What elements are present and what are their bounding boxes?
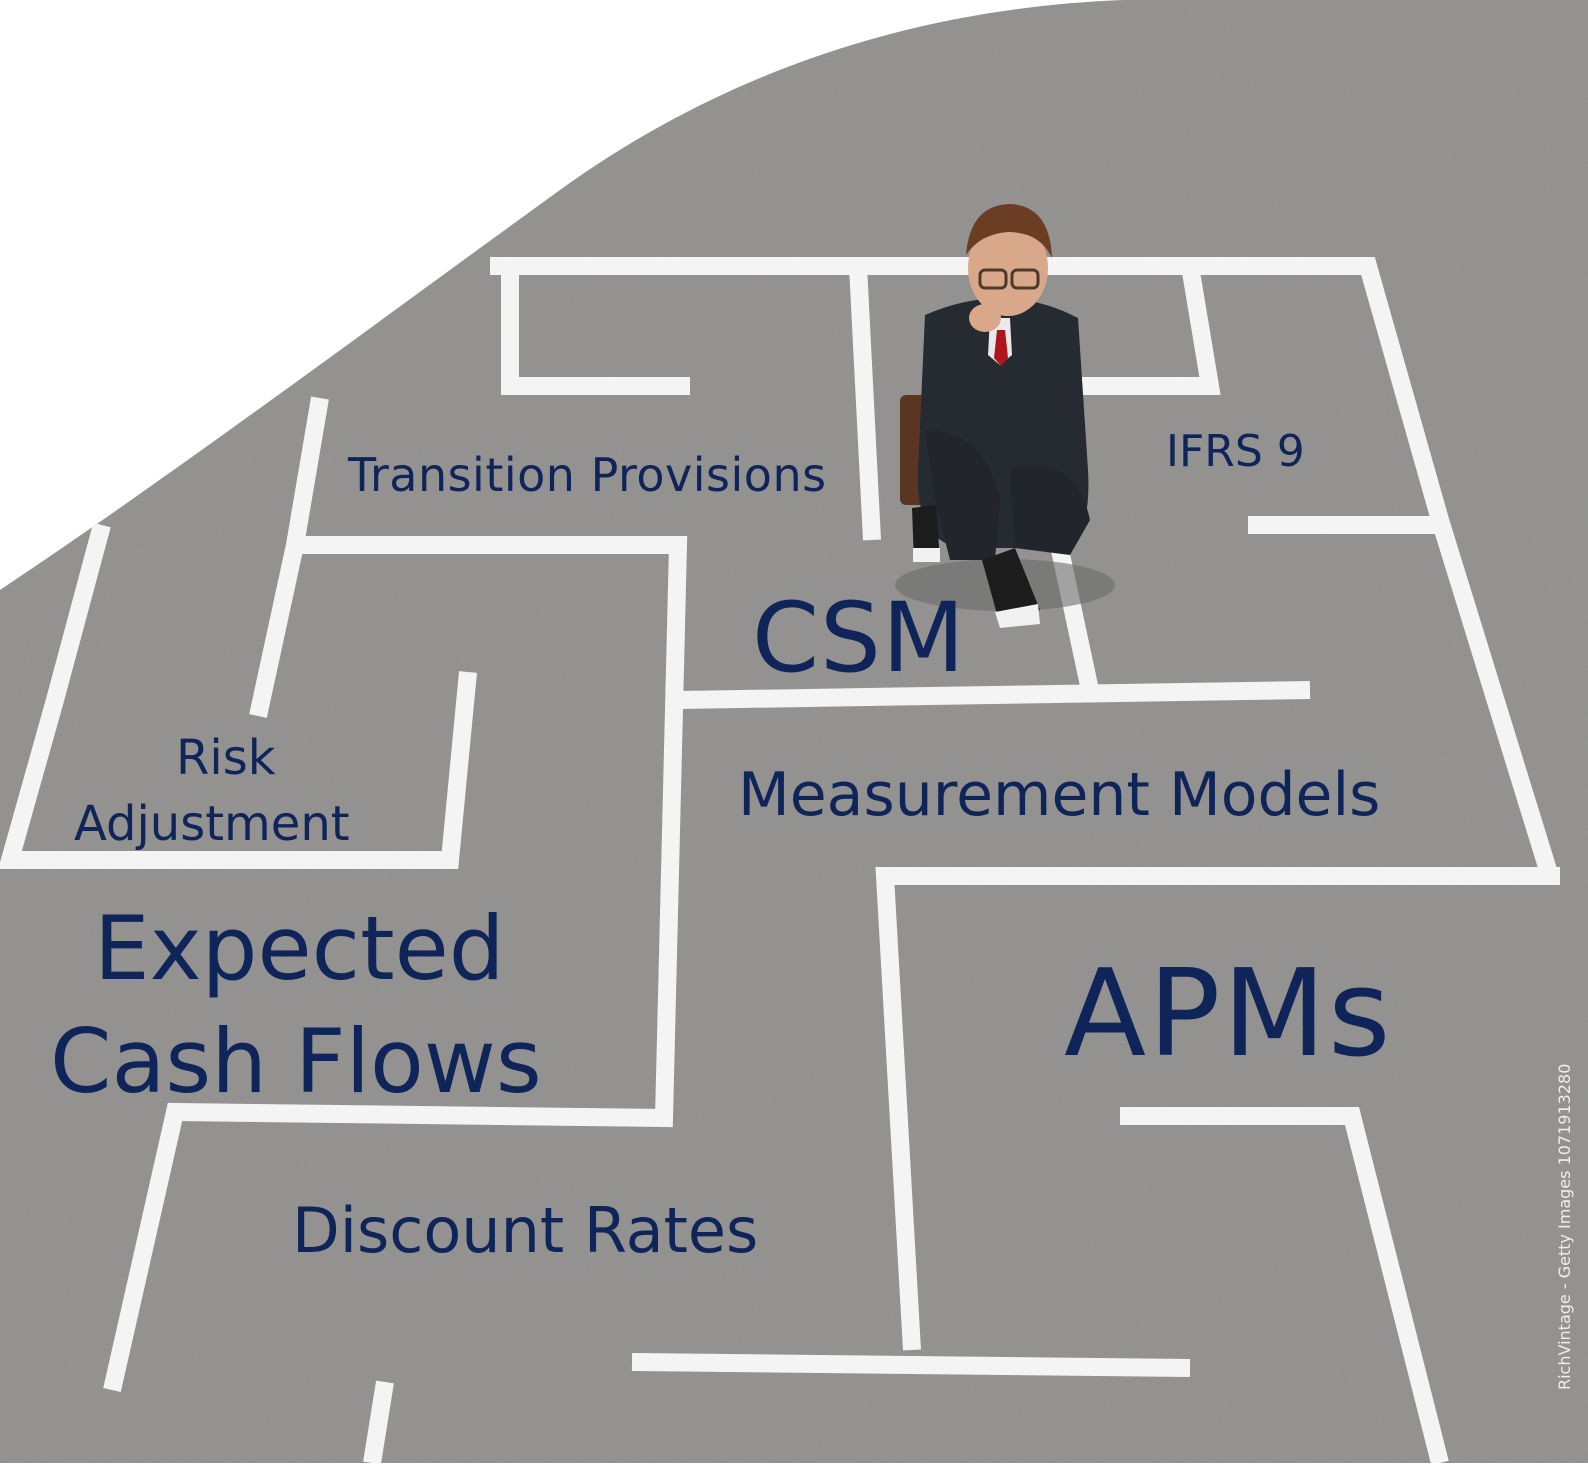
label-expected-cash-flows-line1: Expected [94,897,505,1000]
label-risk-adjustment-line1: Risk [176,730,276,786]
label-apms: APMs [1064,945,1393,1084]
label-discount-rates: Discount Rates [292,1194,759,1267]
label-transition-provisions: Transition Provisions [348,448,827,502]
label-measurement-models: Measurement Models [738,760,1381,830]
label-csm: CSM [752,582,966,694]
label-ifrs-9: IFRS 9 [1166,426,1305,477]
businessman-boy-figure [895,204,1115,628]
photo-credit: RichVintage - Getty Images 1071913280 [1555,1063,1574,1390]
label-risk-adjustment-line2: Adjustment [74,796,350,852]
label-expected-cash-flows-line2: Cash Flows [50,1010,542,1113]
